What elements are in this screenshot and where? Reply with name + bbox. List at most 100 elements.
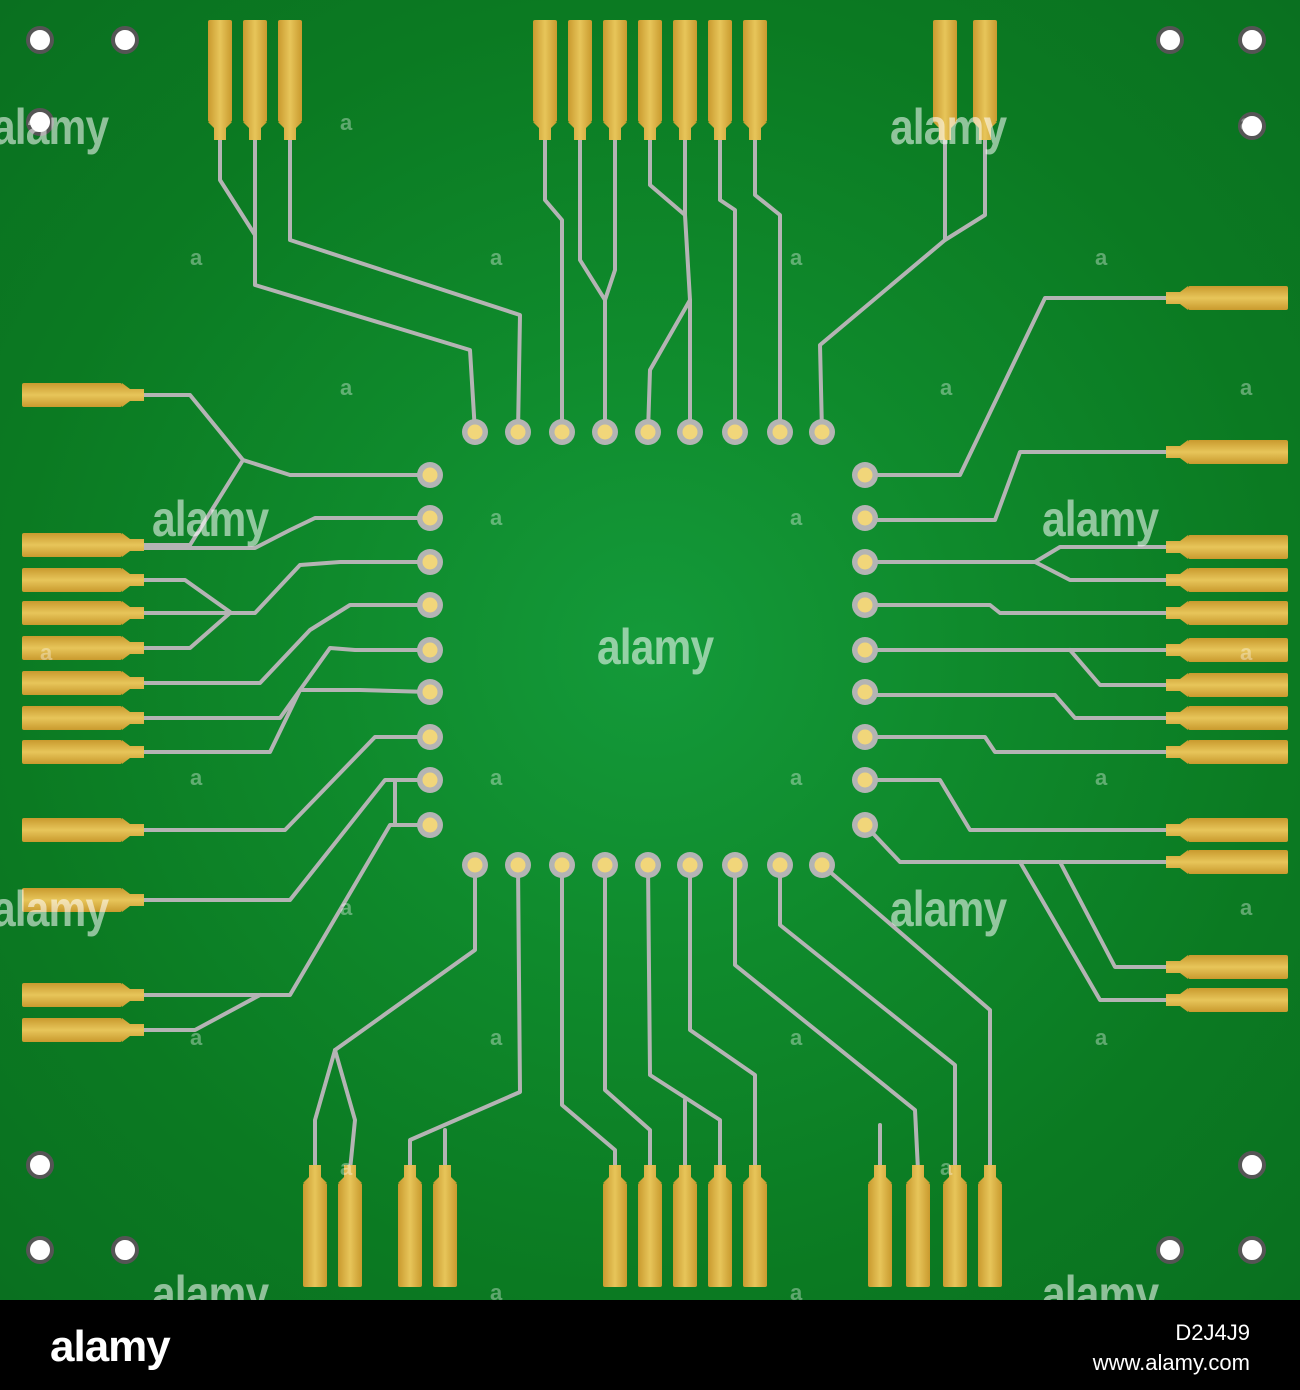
gold-pin-tip <box>1166 740 1188 764</box>
gold-pin-icon <box>22 983 122 1007</box>
pcb-trace <box>138 688 432 754</box>
watermark-small: a <box>190 245 202 270</box>
pcb-trace <box>688 863 757 1172</box>
gold-pin-tip <box>943 1165 967 1183</box>
gold-pin-tip <box>638 1165 662 1183</box>
gold-pin-icon <box>868 1183 892 1287</box>
gold-pin-tip <box>122 671 144 695</box>
gold-pin-tip <box>122 740 144 764</box>
gold-pin-tip <box>122 818 144 842</box>
via-pad-center <box>467 857 483 873</box>
gold-pin-tip <box>1166 706 1188 730</box>
via-pad-center <box>422 510 438 526</box>
pcb-trace <box>1068 648 1177 687</box>
gold-pin-tip <box>1166 850 1188 874</box>
gold-pin-icon <box>22 601 122 625</box>
watermark-small: a <box>340 375 352 400</box>
gold-pin-icon <box>533 20 557 122</box>
gold-pin-tip <box>1166 988 1188 1012</box>
pcb-trace <box>138 778 432 902</box>
gold-pin-tip <box>603 122 627 140</box>
watermark-small: a <box>940 375 952 400</box>
footer-site: www.alamy.com <box>1092 1350 1250 1375</box>
gold-pin-icon <box>743 20 767 122</box>
pcb-trace <box>863 545 1177 564</box>
mounting-holes <box>26 26 1266 1264</box>
via-pad-center <box>727 424 743 440</box>
pcb-trace <box>1033 560 1177 582</box>
pcb-trace <box>863 603 1177 615</box>
watermark-small: a <box>790 765 802 790</box>
watermark: alamy <box>0 881 109 937</box>
via-pad-center <box>857 510 873 526</box>
gold-pin-tip <box>708 1165 732 1183</box>
pcb-trace <box>138 578 232 614</box>
via-pad-center <box>857 642 873 658</box>
gold-pin-icon <box>708 1183 732 1287</box>
via-pad-center <box>640 857 656 873</box>
pcb-trace <box>753 133 782 434</box>
pcb-trace <box>863 296 1177 477</box>
gold-pin-icon <box>603 20 627 122</box>
via-pad-center <box>422 642 438 658</box>
via-pad-center <box>857 729 873 745</box>
pcb-trace <box>138 646 432 720</box>
via-pad-center <box>510 424 526 440</box>
pcb-drawing <box>22 20 1288 1287</box>
gold-pin-tip <box>1166 440 1188 464</box>
gold-pin-icon <box>743 1183 767 1287</box>
gold-pin-tip <box>1166 286 1188 310</box>
gold-pin-icon <box>568 20 592 122</box>
watermark-small: a <box>340 895 352 920</box>
gold-pin-tip <box>122 601 144 625</box>
gold-pin-tip <box>122 706 144 730</box>
pcb-trace <box>863 450 1177 522</box>
circuit-board: alamy alamy alamy alamy alamy alamy alam… <box>0 0 1300 1300</box>
watermark-small: a <box>490 1025 502 1050</box>
pcb-trace <box>138 611 232 650</box>
gold-pin-tip <box>1166 535 1188 559</box>
via-pad-center <box>857 772 873 788</box>
gold-pin-tip <box>1166 818 1188 842</box>
watermark-small: a <box>790 1025 802 1050</box>
gold-pin-tip <box>906 1165 930 1183</box>
via-pad-center <box>814 424 830 440</box>
via-pad-center <box>857 554 873 570</box>
pcb-trace <box>733 863 920 1172</box>
via-pad-center <box>640 424 656 440</box>
via-pad-center <box>727 857 743 873</box>
gold-pin-tip <box>433 1165 457 1183</box>
gold-pin-tip <box>533 122 557 140</box>
watermark: alamy <box>152 491 269 547</box>
gold-pin-tip <box>1166 955 1188 979</box>
gold-pin-icon <box>1188 988 1288 1012</box>
watermark: alamy <box>597 619 714 675</box>
pcb-trace <box>603 133 617 302</box>
footer-logo: alamy <box>50 1322 171 1371</box>
pcb-trace <box>820 863 992 1172</box>
pcb-trace <box>138 823 432 997</box>
gold-pin-tip <box>122 533 144 557</box>
gold-pin-icon <box>278 20 302 122</box>
pcb-trace <box>646 863 722 1172</box>
via-pad-center <box>857 467 873 483</box>
gold-pin-icon <box>22 706 122 730</box>
pcb-trace <box>218 133 477 434</box>
pcb-trace <box>138 735 432 832</box>
mounting-hole-icon <box>1238 1236 1266 1264</box>
via-pad-center <box>422 467 438 483</box>
pcb-trace <box>138 603 432 685</box>
watermark-small: a <box>490 505 502 530</box>
gold-pin-icon <box>1188 706 1288 730</box>
watermark-small: a <box>340 110 352 135</box>
mounting-hole-icon <box>1238 26 1266 54</box>
watermark-small: a <box>490 245 502 270</box>
watermark-small: a <box>1240 375 1252 400</box>
watermark-small: a <box>190 765 202 790</box>
gold-pin-icon <box>708 20 732 122</box>
gold-pin-tip <box>1166 673 1188 697</box>
watermark: alamy <box>890 881 1007 937</box>
pcb-trace <box>578 133 607 434</box>
pcb-trace <box>138 393 432 477</box>
via-pad-center <box>467 424 483 440</box>
